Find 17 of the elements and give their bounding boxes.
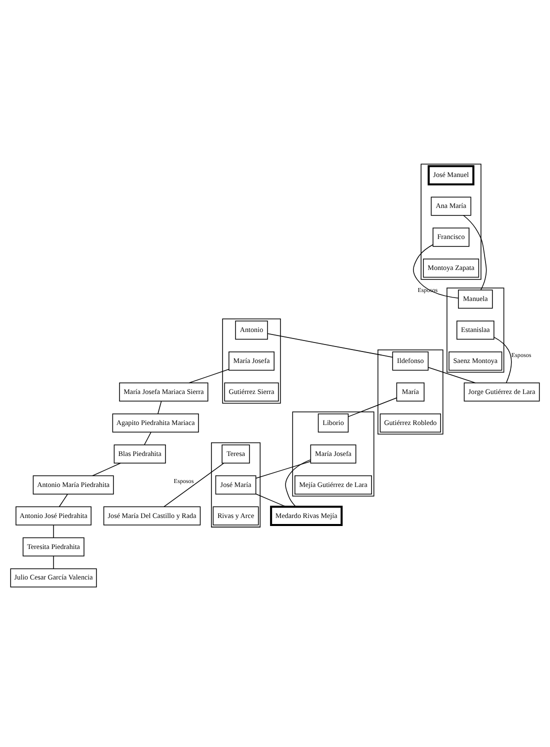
connector <box>164 462 224 508</box>
connector <box>58 494 68 508</box>
connector <box>463 215 487 290</box>
connector <box>413 244 459 298</box>
connector <box>158 400 162 414</box>
connector <box>144 432 152 446</box>
connector <box>428 367 476 384</box>
connector <box>256 494 286 508</box>
connector <box>348 398 397 418</box>
connector <box>92 462 121 476</box>
connector <box>494 336 512 384</box>
connector <box>53 524 54 538</box>
connector <box>256 461 312 479</box>
connector <box>53 556 54 569</box>
connector <box>267 333 393 358</box>
connector <box>285 459 311 507</box>
connector <box>188 368 230 384</box>
